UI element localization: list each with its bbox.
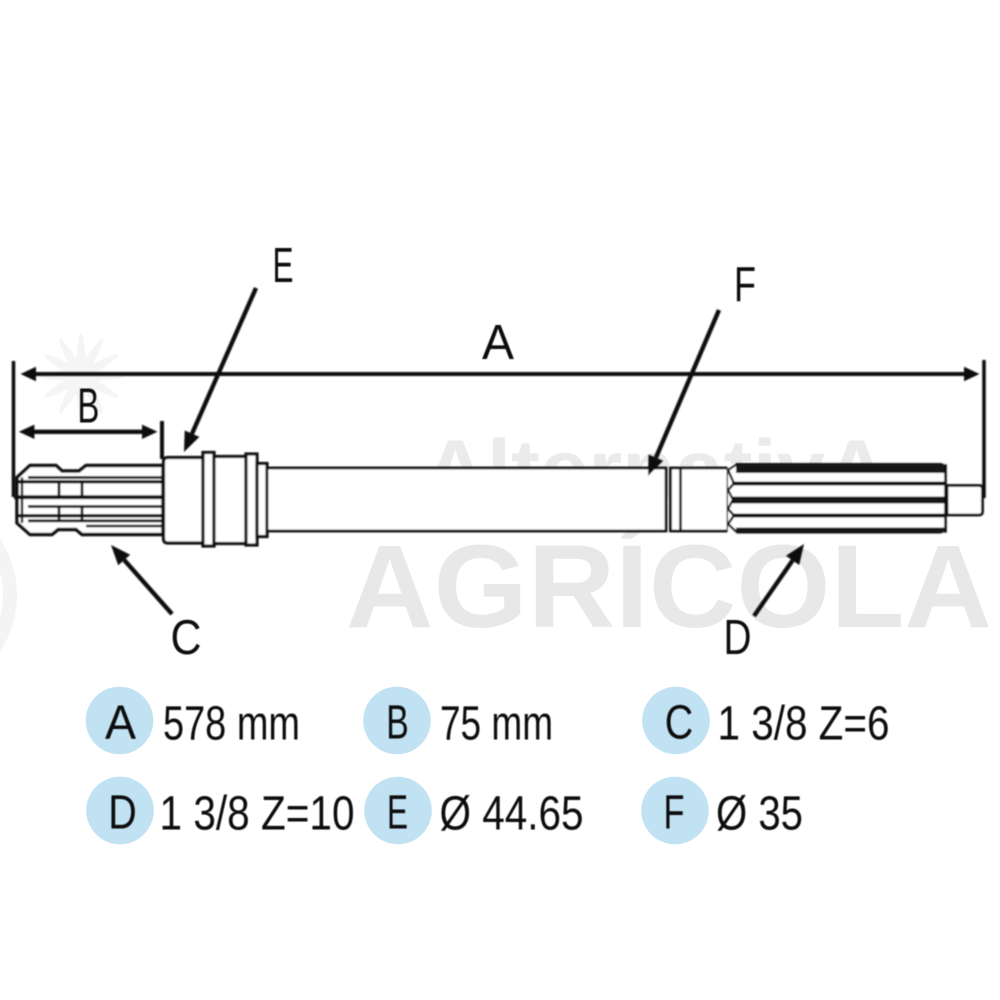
svg-text:1 3/8 Z=10: 1 3/8 Z=10 [160, 788, 355, 841]
svg-text:B: B [386, 697, 409, 750]
svg-text:A: A [105, 697, 136, 750]
svg-text:C: C [665, 697, 694, 750]
svg-text:578 mm: 578 mm [163, 698, 300, 751]
svg-text:AGRÍCOLA: AGRÍCOLA [346, 521, 992, 653]
svg-text:F: F [664, 787, 685, 840]
svg-text:A: A [482, 316, 514, 370]
svg-text:E: E [273, 239, 294, 293]
svg-text:1 3/8 Z=6: 1 3/8 Z=6 [718, 698, 890, 751]
svg-text:F: F [734, 258, 756, 312]
svg-text:C: C [171, 611, 202, 665]
svg-text:D: D [724, 611, 752, 665]
svg-text:Ø 44.65: Ø 44.65 [440, 788, 584, 841]
svg-text:Ø 35: Ø 35 [716, 788, 803, 841]
svg-text:D: D [108, 787, 137, 840]
svg-text:B: B [77, 380, 99, 434]
svg-text:75 mm: 75 mm [440, 698, 553, 751]
svg-text:E: E [387, 787, 408, 840]
